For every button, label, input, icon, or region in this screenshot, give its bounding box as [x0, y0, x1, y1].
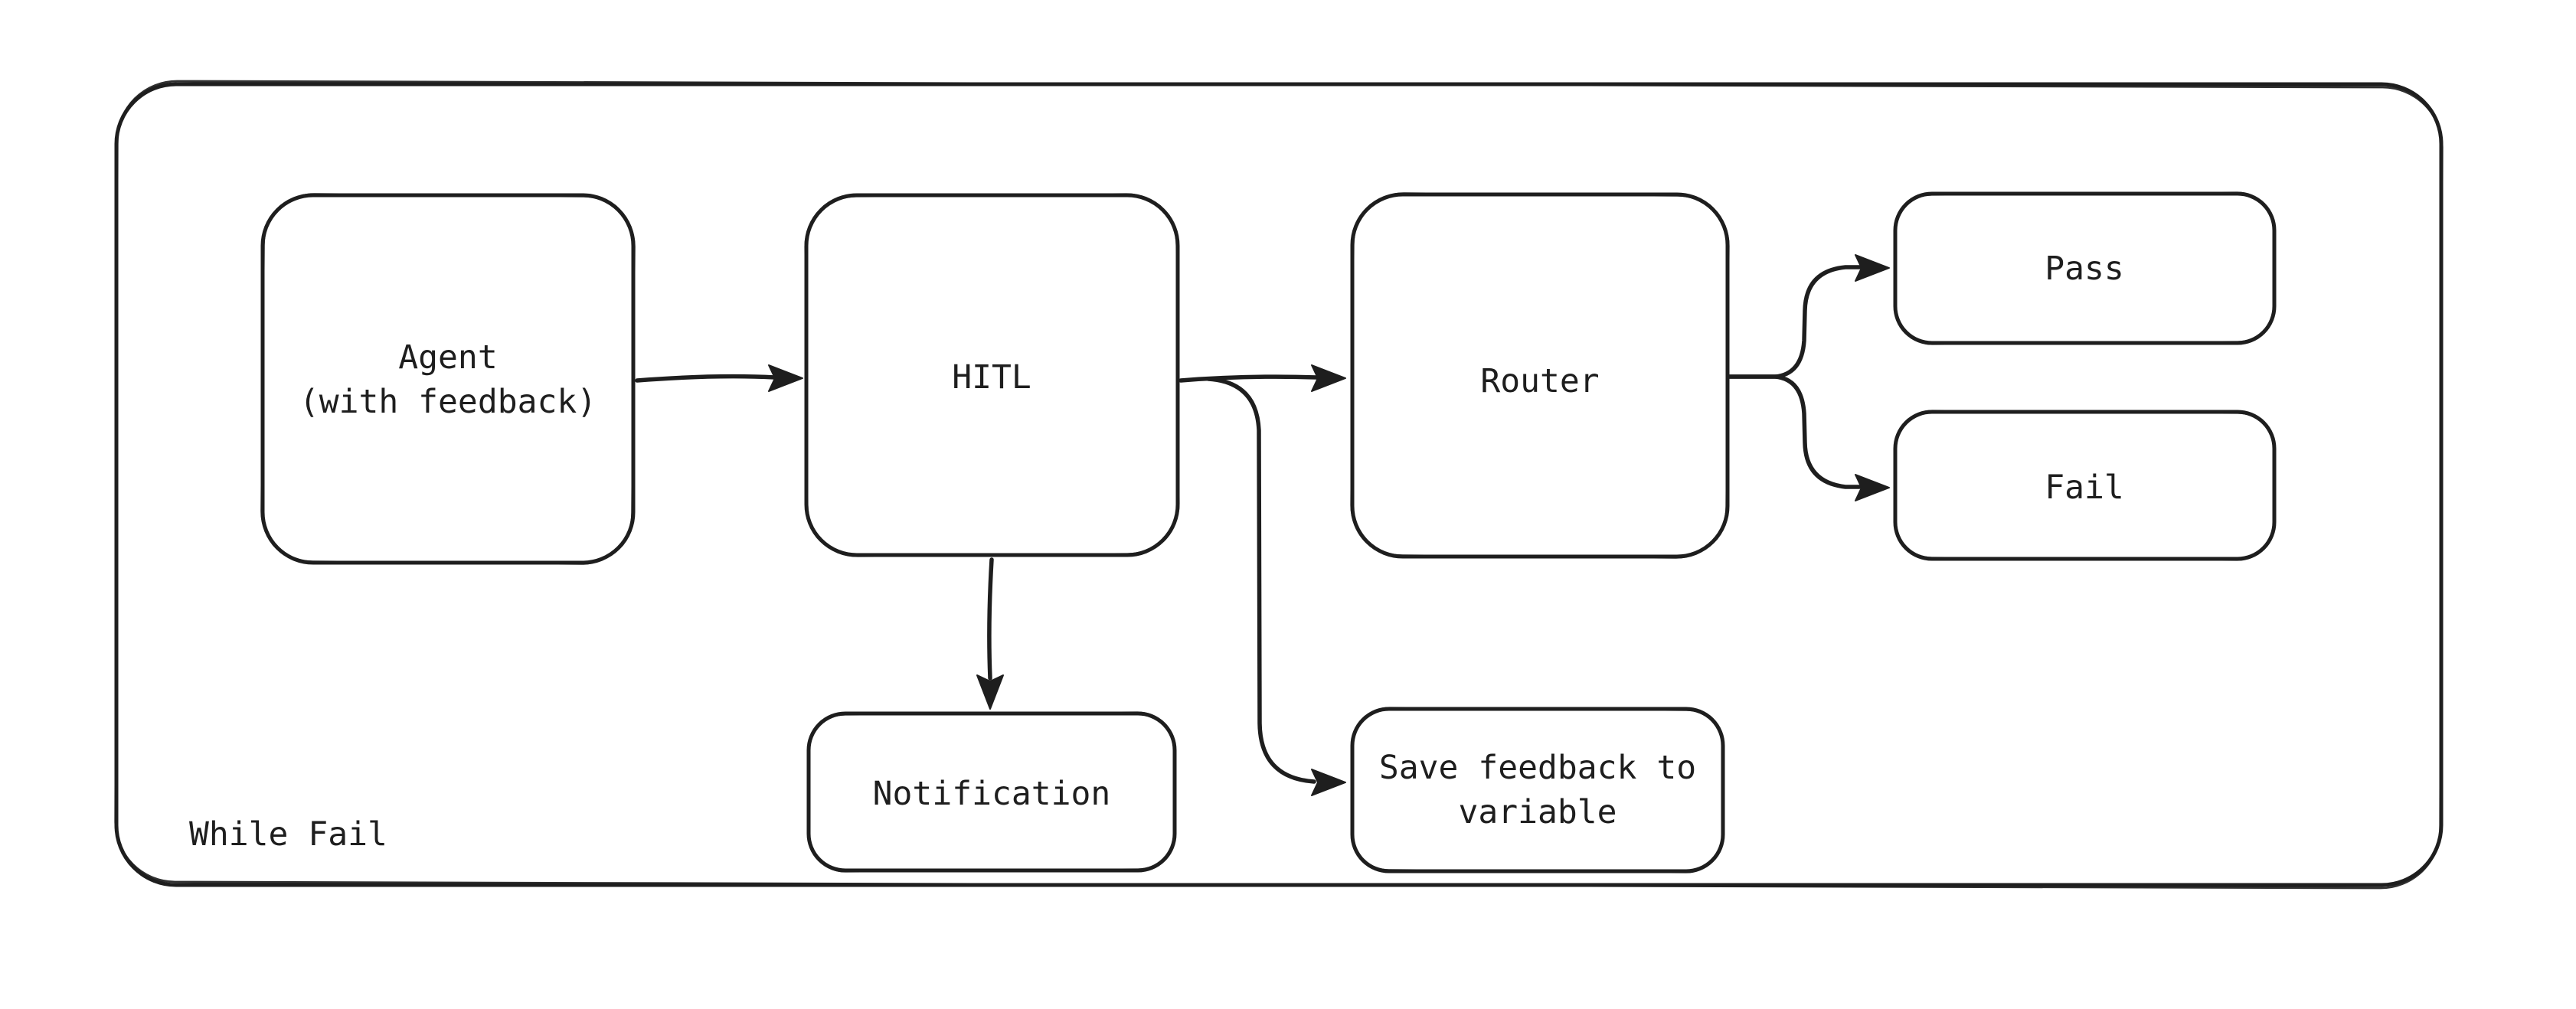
- pass-box-outline-echo: [1894, 191, 2276, 345]
- edge-hitl-router: [1178, 374, 1319, 383]
- fail-box-outline-echo: [1894, 410, 2276, 561]
- router-box-outline-echo: [1350, 192, 1730, 559]
- arrowhead-hitl-save-feedback: [1311, 769, 1346, 796]
- edge-router-pass: [1718, 265, 1862, 379]
- node-save-feedback: Save feedback to variable: [1350, 707, 1725, 873]
- edge-agent-hitl: [635, 374, 777, 383]
- node-fail: Fail: [1893, 410, 2277, 561]
- save-feedback-label-line1: Save feedback to: [1379, 749, 1696, 787]
- node-notification: Notification: [806, 711, 1177, 873]
- agent-label-line2: (with feedback): [299, 383, 597, 421]
- pass-label: Pass: [2045, 250, 2124, 288]
- node-agent: Agent (with feedback): [260, 193, 636, 565]
- notification-box-outline-echo: [807, 711, 1176, 873]
- arrowhead-router-pass: [1855, 254, 1890, 282]
- while-fail-container-outline-echo: [114, 80, 2444, 890]
- node-pass: Pass: [1893, 191, 2277, 345]
- agent-label-line1: Agent: [398, 338, 497, 377]
- agent-box-outline: [260, 193, 636, 565]
- agent-box-outline-echo: [260, 193, 636, 565]
- router-label: Router: [1480, 362, 1599, 400]
- hitl-label: HITL: [952, 358, 1031, 397]
- save-feedback-box-outline: [1350, 707, 1725, 873]
- fail-label: Fail: [2045, 469, 2124, 507]
- hitl-box-outline-echo: [804, 193, 1180, 557]
- edges: [635, 254, 1890, 796]
- save-feedback-label-line2: variable: [1458, 793, 1617, 831]
- edge-hitl-save-feedback: [1206, 377, 1316, 784]
- edge-router-fail: [1718, 374, 1862, 489]
- node-router: Router: [1350, 192, 1730, 559]
- arrowhead-hitl-notification: [976, 674, 1004, 710]
- save-feedback-box-outline-echo: [1351, 707, 1724, 873]
- while-fail-label: While Fail: [189, 815, 387, 854]
- notification-label: Notification: [873, 775, 1111, 813]
- arrowhead-router-fail: [1855, 474, 1890, 501]
- arrowhead-agent-hitl: [768, 364, 803, 392]
- edge-hitl-notification: [987, 557, 994, 681]
- while-fail-container: While Fail: [114, 80, 2444, 890]
- node-hitl: HITL: [804, 193, 1180, 557]
- arrowhead-hitl-router: [1311, 364, 1346, 392]
